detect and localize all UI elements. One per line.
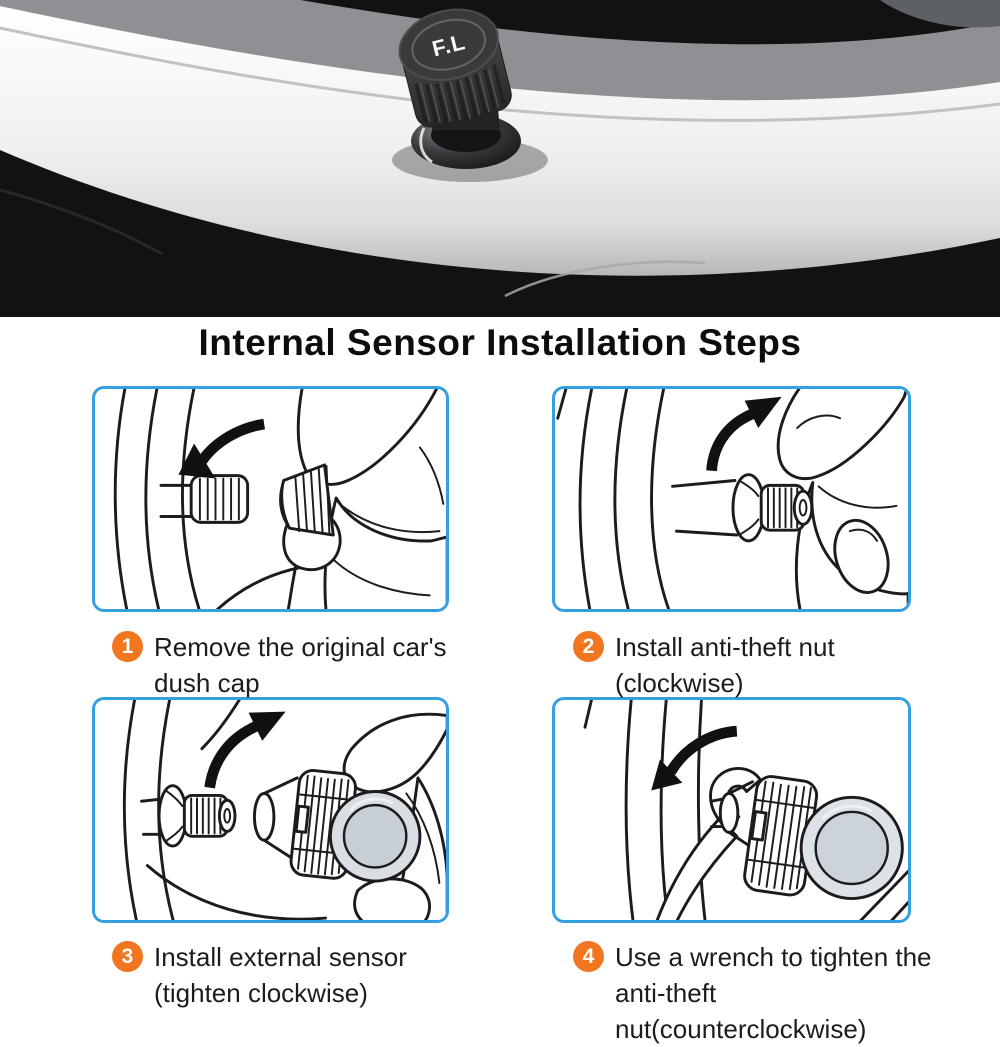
wheel-rim-lines [556,389,671,609]
step-3-illustration-panel [92,697,449,923]
step-2-caption: 2 Install anti-theft nut (clockwise) [573,629,953,701]
counterclockwise-arrow-icon [651,725,738,791]
step-4-badge: 4 [573,941,604,972]
step-3-badge: 3 [112,941,143,972]
remove-dust-cap-illustration [113,389,446,609]
tpms-sensor: F.L [392,8,548,182]
step-3-text: Install external sensor (tighten clockwi… [154,942,407,1008]
install-external-sensor-illustration [122,700,446,920]
product-photo: F.L [0,0,1000,317]
step-4-caption: 4 Use a wrench to tighten the anti-theft… [573,939,973,1047]
install-anti-theft-nut-illustration [556,389,908,609]
step-2-text: Install anti-theft nut (clockwise) [615,632,835,698]
installed-sensor [710,775,904,901]
step-4-text: Use a wrench to tighten the anti-theft n… [615,942,932,1044]
wheel-photo-illustration: F.L [0,0,1000,317]
anti-theft-nut [671,473,814,543]
tpms-sensor-cap: F.L [398,8,512,128]
step-1-badge: 1 [112,631,143,662]
external-sensor [252,769,422,883]
hand [282,389,446,609]
step-1-caption: 1 Remove the original car's dush cap [112,629,472,701]
step-2-badge: 2 [573,631,604,662]
counterclockwise-arrow-icon [178,418,266,479]
clockwise-arrow-icon [706,396,782,472]
step-1-text: Remove the original car's dush cap [154,632,447,698]
step-4-illustration-panel [552,697,911,923]
step-2-illustration-panel [552,386,911,612]
dust-cap [279,463,335,537]
page-title: Internal Sensor Installation Steps [198,322,802,363]
clockwise-arrow-icon [204,711,286,789]
step-3-caption: 3 Install external sensor (tighten clock… [112,939,472,1011]
valve-stem [159,474,250,524]
hand [776,389,908,609]
wrench-tighten-illustration [583,700,908,920]
valve-with-nut [140,784,237,848]
step-1-illustration-panel [92,386,449,612]
